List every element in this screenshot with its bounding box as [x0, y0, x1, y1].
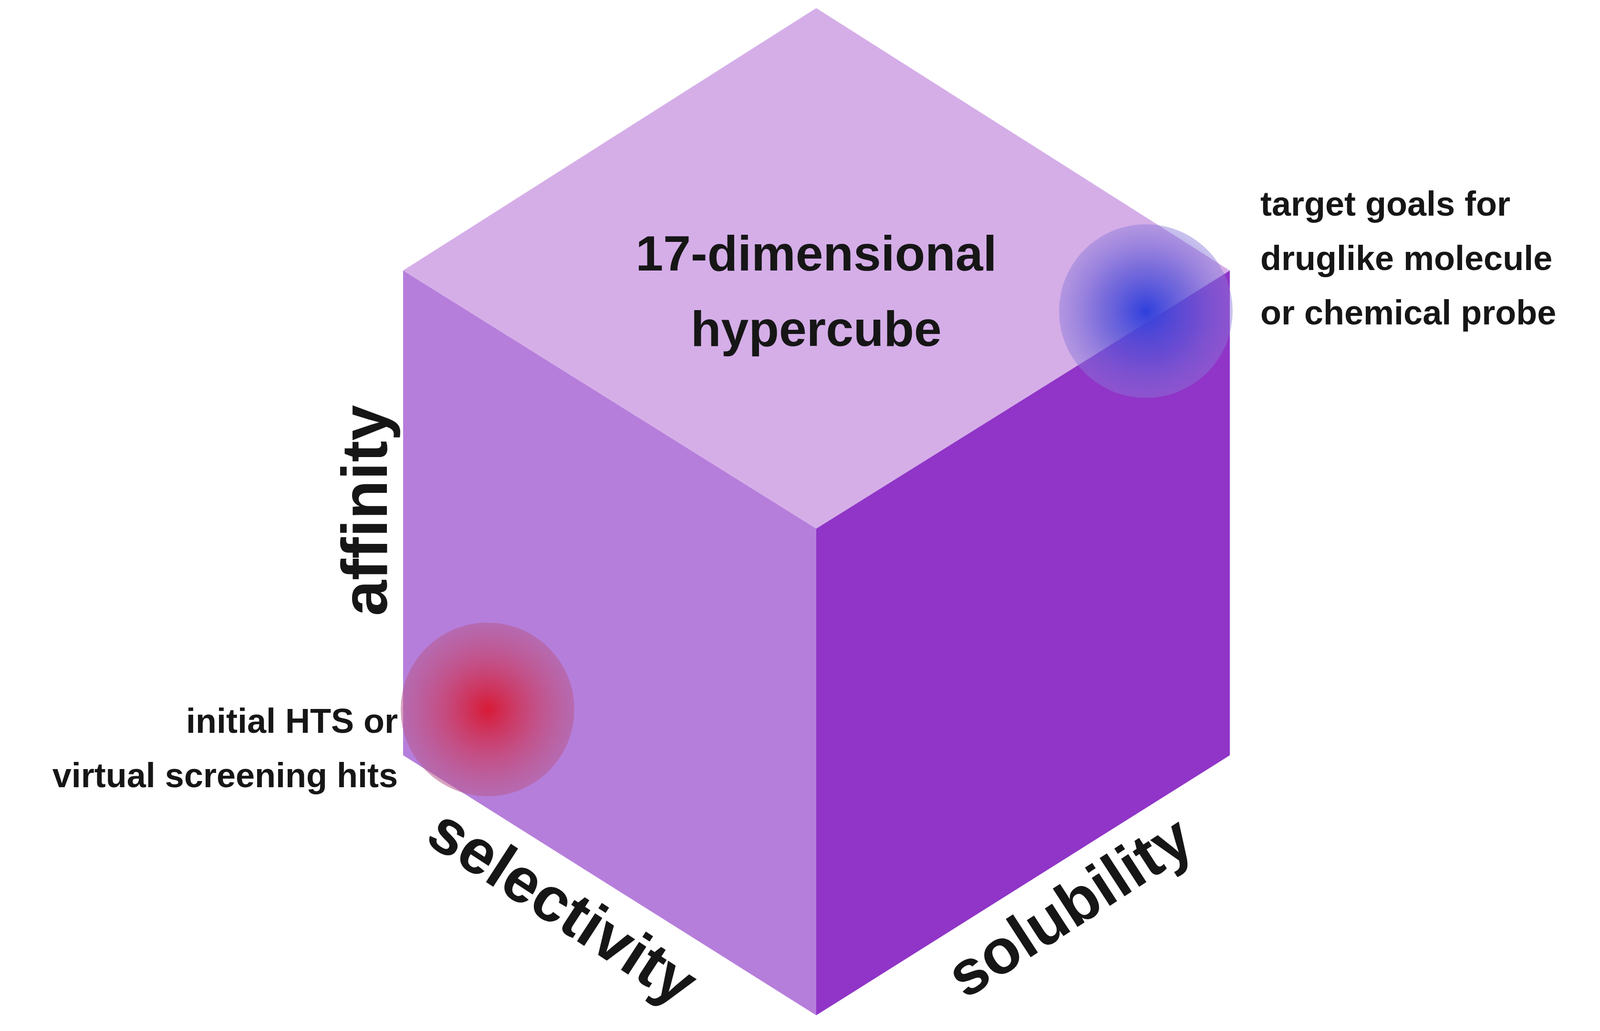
axis-label: affinity [332, 405, 397, 617]
goal-note: target goals for druglike molecule or ch… [1260, 184, 1557, 332]
hits-note: initial HTS or virtual screening hits [52, 701, 398, 795]
hits-region [400, 622, 575, 797]
cube-title: 17-dimensional hypercube [577, 215, 1055, 367]
hits-note-box: initial HTS or virtual screening hits [20, 694, 398, 803]
goal-region [1059, 224, 1233, 398]
goal-note-box: target goals for druglike molecule or ch… [1260, 176, 1570, 340]
wrap-spacer [20, 694, 124, 746]
